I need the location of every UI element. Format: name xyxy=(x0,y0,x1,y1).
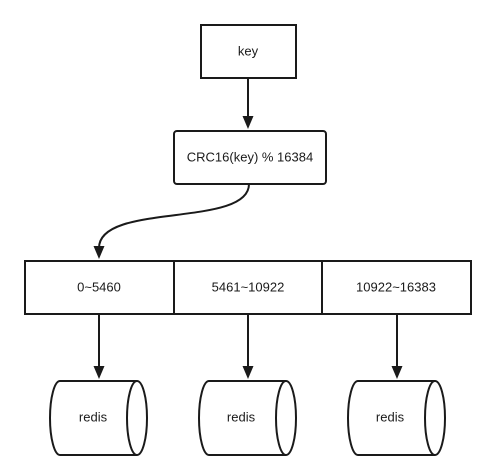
slot-row: 0~5460 5461~10922 10922~16383 xyxy=(24,260,472,315)
redis-instance-0: redis xyxy=(49,380,148,456)
arrow-key-to-hash xyxy=(242,78,254,129)
key-node-box xyxy=(200,24,297,79)
redis-instance-2: redis xyxy=(347,380,446,456)
hash-node: CRC16(key) % 16384 xyxy=(173,130,327,185)
redis-instance-1: redis xyxy=(198,380,297,456)
key-node: key xyxy=(200,24,297,79)
slot-label-0: 0~5460 xyxy=(77,279,121,294)
arrow-slot-2-to-redis xyxy=(391,314,403,379)
slot-box-2 xyxy=(321,260,472,315)
redis-label-2: redis xyxy=(376,409,405,424)
slot-box-1 xyxy=(173,260,323,315)
key-node-label: key xyxy=(238,43,259,58)
slot-label-2: 10922~16383 xyxy=(356,279,436,294)
arrow-slot-1-to-redis xyxy=(242,314,254,379)
redis-label-1: redis xyxy=(227,409,256,424)
arrow-slot-0-to-redis xyxy=(93,314,105,379)
arrow-hash-to-slots xyxy=(93,183,250,259)
slot-label-1: 5461~10922 xyxy=(212,279,285,294)
hash-node-label: CRC16(key) % 16384 xyxy=(187,149,313,164)
redis-label-0: redis xyxy=(79,409,108,424)
